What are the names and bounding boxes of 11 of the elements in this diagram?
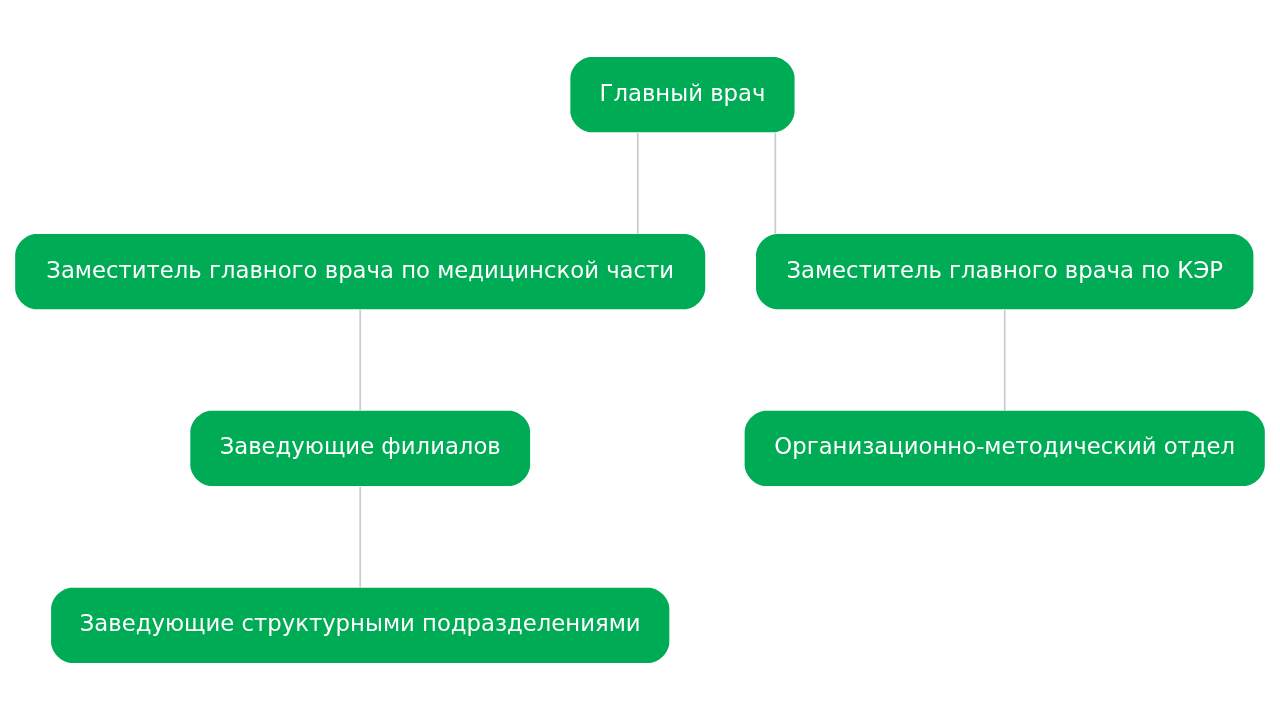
node-box: Организационно-методический отдел xyxy=(744,410,1265,487)
node-box: Заведующие структурными подразделениями xyxy=(51,587,670,663)
connector xyxy=(359,485,362,589)
connector xyxy=(359,309,362,412)
connector xyxy=(774,132,777,235)
node-box: Заместитель главного врача по КЭР xyxy=(756,233,1254,310)
node-box: Главный врач xyxy=(570,57,795,133)
node-box: Заместитель главного врача по медицинской части xyxy=(15,233,706,310)
node-box: Заведующие филиалов xyxy=(190,410,531,487)
connector xyxy=(1003,309,1006,412)
connector xyxy=(636,132,639,235)
